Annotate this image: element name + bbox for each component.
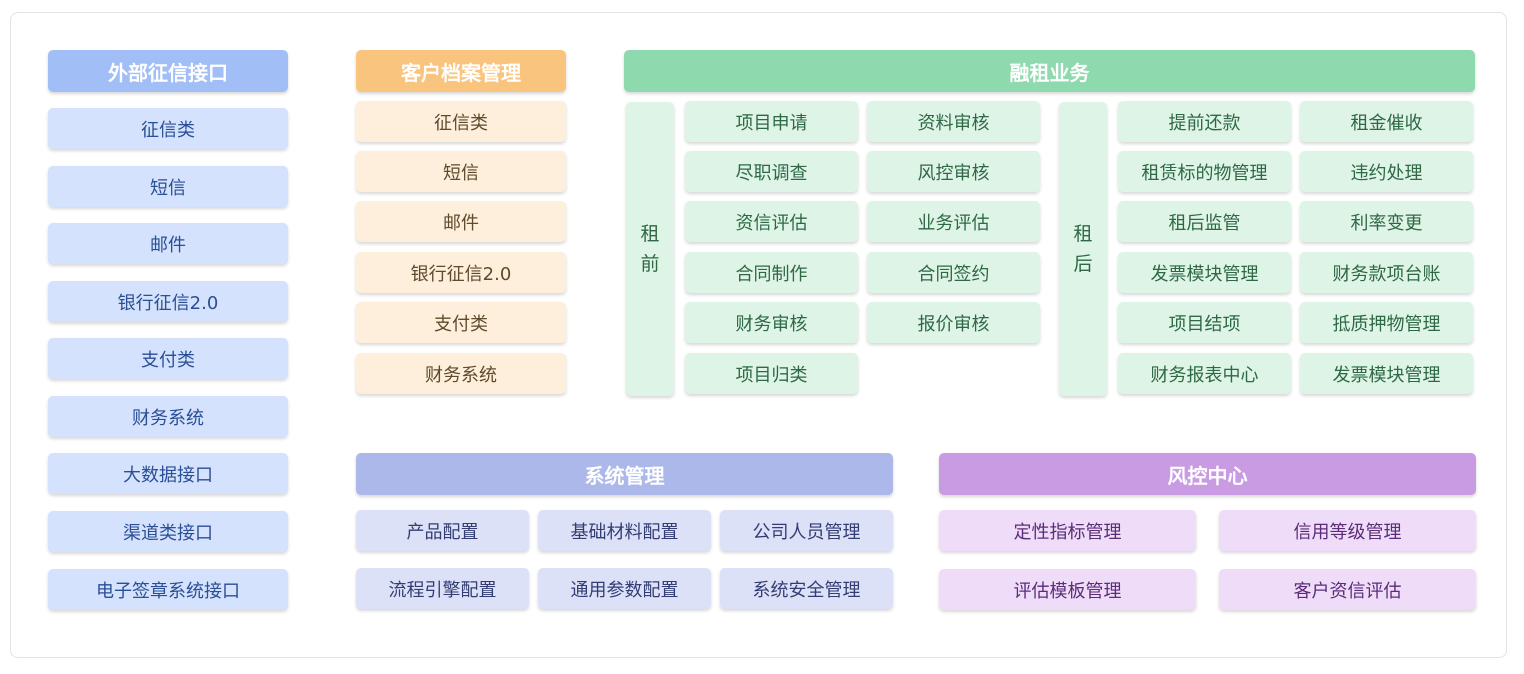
system-item: 系统安全管理 [720, 568, 893, 609]
pre-lease-item: 项目归类 [685, 353, 858, 394]
risk-item: 评估模板管理 [939, 569, 1196, 610]
risk-item: 信用等级管理 [1219, 510, 1476, 551]
external-item: 渠道类接口 [48, 511, 288, 552]
post-lease-item: 发票模块管理 [1300, 353, 1473, 394]
pre-lease-item: 资信评估 [685, 201, 858, 242]
customer-item: 支付类 [356, 302, 566, 343]
external-item: 支付类 [48, 338, 288, 379]
customer-item: 银行征信2.0 [356, 252, 566, 293]
external-item: 短信 [48, 166, 288, 207]
pre-lease-item: 合同签约 [867, 252, 1040, 293]
post-lease-item: 租金催收 [1300, 101, 1473, 142]
customer-item: 财务系统 [356, 353, 566, 394]
pre-lease-item: 尽职调查 [685, 151, 858, 192]
customer-archive-header: 客户档案管理 [356, 50, 566, 92]
post-lease-char: 后 [1073, 253, 1093, 275]
external-item: 大数据接口 [48, 453, 288, 494]
pre-lease-item: 项目申请 [685, 101, 858, 142]
pre-lease-item: 报价审核 [867, 302, 1040, 343]
external-item: 电子签章系统接口 [48, 569, 288, 610]
system-item: 通用参数配置 [538, 568, 711, 609]
pre-lease-label: 租 前 [626, 102, 674, 396]
system-item: 流程引擎配置 [356, 568, 529, 609]
post-lease-item: 违约处理 [1300, 151, 1473, 192]
system-item: 产品配置 [356, 510, 529, 551]
diagram-frame [10, 12, 1507, 658]
post-lease-item: 利率变更 [1300, 201, 1473, 242]
pre-lease-item: 财务审核 [685, 302, 858, 343]
post-lease-item: 发票模块管理 [1118, 252, 1291, 293]
risk-item: 客户资信评估 [1219, 569, 1476, 610]
external-item: 邮件 [48, 223, 288, 264]
system-management-header: 系统管理 [356, 453, 893, 495]
post-lease-item: 财务款项台账 [1300, 252, 1473, 293]
pre-lease-item: 合同制作 [685, 252, 858, 293]
system-item: 基础材料配置 [538, 510, 711, 551]
external-item: 征信类 [48, 108, 288, 149]
pre-lease-char: 租 [640, 223, 660, 245]
leasing-business-header: 融租业务 [624, 50, 1475, 92]
post-lease-char: 租 [1073, 223, 1093, 245]
post-lease-item: 提前还款 [1118, 101, 1291, 142]
post-lease-item: 租赁标的物管理 [1118, 151, 1291, 192]
pre-lease-item: 风控审核 [867, 151, 1040, 192]
post-lease-item: 租后监管 [1118, 201, 1291, 242]
post-lease-item: 项目结项 [1118, 302, 1291, 343]
post-lease-item: 财务报表中心 [1118, 353, 1291, 394]
external-credit-header: 外部征信接口 [48, 50, 288, 92]
risk-item: 定性指标管理 [939, 510, 1196, 551]
system-item: 公司人员管理 [720, 510, 893, 551]
post-lease-item: 抵质押物管理 [1300, 302, 1473, 343]
external-item: 银行征信2.0 [48, 281, 288, 322]
pre-lease-item: 业务评估 [867, 201, 1040, 242]
customer-item: 短信 [356, 151, 566, 192]
pre-lease-char: 前 [640, 253, 660, 275]
risk-center-header: 风控中心 [939, 453, 1476, 495]
customer-item: 征信类 [356, 101, 566, 142]
post-lease-label: 租 后 [1059, 102, 1107, 396]
customer-item: 邮件 [356, 201, 566, 242]
pre-lease-item: 资料审核 [867, 101, 1040, 142]
external-item: 财务系统 [48, 396, 288, 437]
